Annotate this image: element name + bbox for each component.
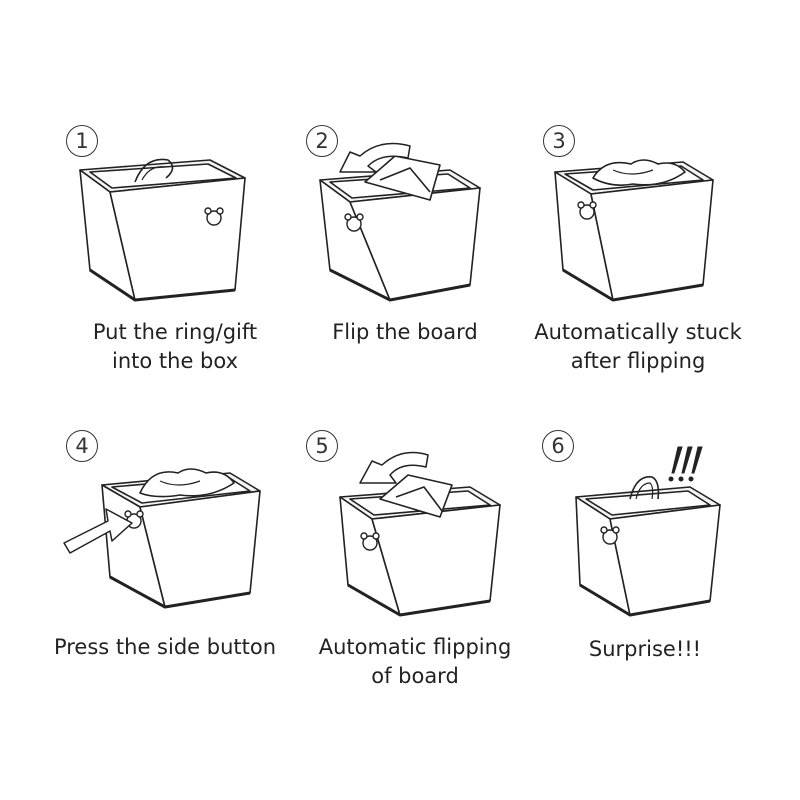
gift-box-icon — [80, 159, 245, 300]
exclamation-marks-icon — [669, 447, 702, 481]
step-2: 2 Flip the board — [280, 120, 530, 420]
step-6: 6 Surprise!!! — [530, 425, 780, 725]
step-caption-3: Automatically stuck after flipping — [513, 318, 763, 376]
gift-box-icon — [576, 477, 720, 615]
box-illustration-6 — [530, 425, 780, 625]
step-3: 3 Automatically stuck after flipping — [513, 120, 763, 420]
step-4: 4 Press the side button — [40, 425, 290, 725]
box-illustration-3 — [513, 120, 763, 320]
caption-line: Automatically stuck — [513, 318, 763, 347]
step-caption-6: Surprise!!! — [520, 635, 770, 664]
caption-line: after flipping — [513, 347, 763, 376]
caption-line: into the box — [50, 347, 300, 376]
gift-box-icon — [320, 156, 480, 300]
caption-line: of board — [290, 662, 540, 691]
step-caption-1: Put the ring/gift into the box — [50, 318, 300, 376]
caption-line: Automatic flipping — [290, 633, 540, 662]
caption-line: Surprise!!! — [520, 635, 770, 664]
gift-box-icon — [102, 469, 260, 607]
box-illustration-4 — [40, 425, 290, 625]
step-5: 5 Automatic flipping of board — [300, 425, 550, 725]
gift-box-icon — [555, 160, 713, 300]
step-caption-2: Flip the board — [280, 318, 530, 347]
caption-line: Put the ring/gift — [50, 318, 300, 347]
step-1: 1 Put the ring/gift into the box — [50, 120, 300, 420]
caption-line: Press the side button — [30, 633, 300, 662]
box-illustration-1 — [50, 120, 300, 320]
caption-line: Flip the board — [280, 318, 530, 347]
step-caption-5: Automatic flipping of board — [290, 633, 540, 691]
box-illustration-5 — [300, 425, 550, 625]
step-caption-4: Press the side button — [30, 633, 300, 662]
box-illustration-2 — [280, 120, 530, 320]
